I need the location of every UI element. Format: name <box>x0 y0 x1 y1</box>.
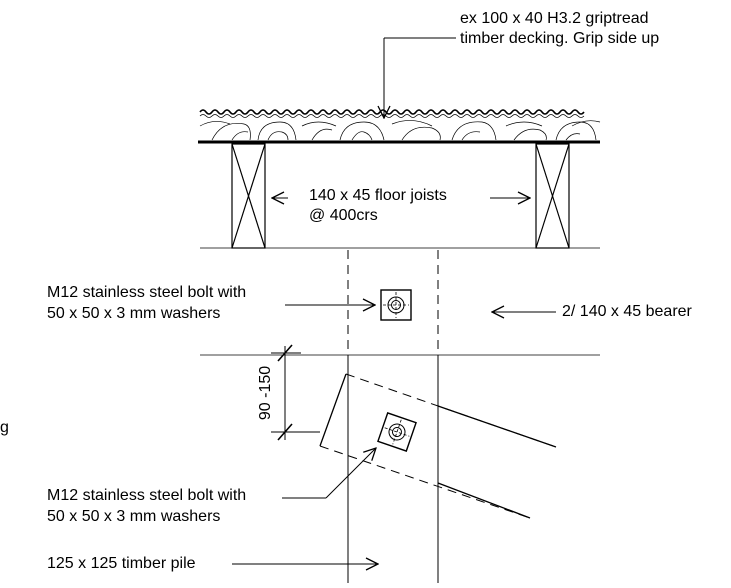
bolt-bottom-symbol <box>377 412 417 452</box>
label-bolt-top-line1: M12 stainless steel bolt with <box>47 284 247 301</box>
decking-grip-surface <box>199 109 585 115</box>
leader-bolt-bottom <box>282 448 376 499</box>
label-joists-line2: @ 400crs <box>309 207 378 224</box>
decking-board <box>198 109 601 144</box>
leader-decking <box>384 37 456 118</box>
label-joists-line1: 140 x 45 floor joists <box>309 187 447 204</box>
label-fragment: g <box>0 419 9 436</box>
bolt-top-symbol <box>380 289 412 321</box>
label-bolt-bottom-line2: 50 x 50 x 3 mm washers <box>47 508 221 525</box>
dimension-text: 90 -150 <box>257 366 274 420</box>
decking-wood-grain <box>199 120 601 141</box>
label-decking-line1: ex 100 x 40 H3.2 griptread <box>460 10 649 27</box>
decking-grip-surface-lower <box>199 114 585 118</box>
angled-brace <box>319 373 557 519</box>
label-decking-line2: timber decking. Grip side up <box>460 30 660 47</box>
label-bolt-bottom-line1: M12 stainless steel bolt with <box>47 487 247 504</box>
label-bearer: 2/ 140 x 45 bearer <box>562 303 692 320</box>
joist-right <box>535 143 570 249</box>
dimension-90-150 <box>271 344 320 441</box>
label-pile: 125 x 125 timber pile <box>47 555 196 572</box>
joist-left <box>231 143 266 249</box>
label-bolt-top-line2: 50 x 50 x 3 mm washers <box>47 305 221 322</box>
